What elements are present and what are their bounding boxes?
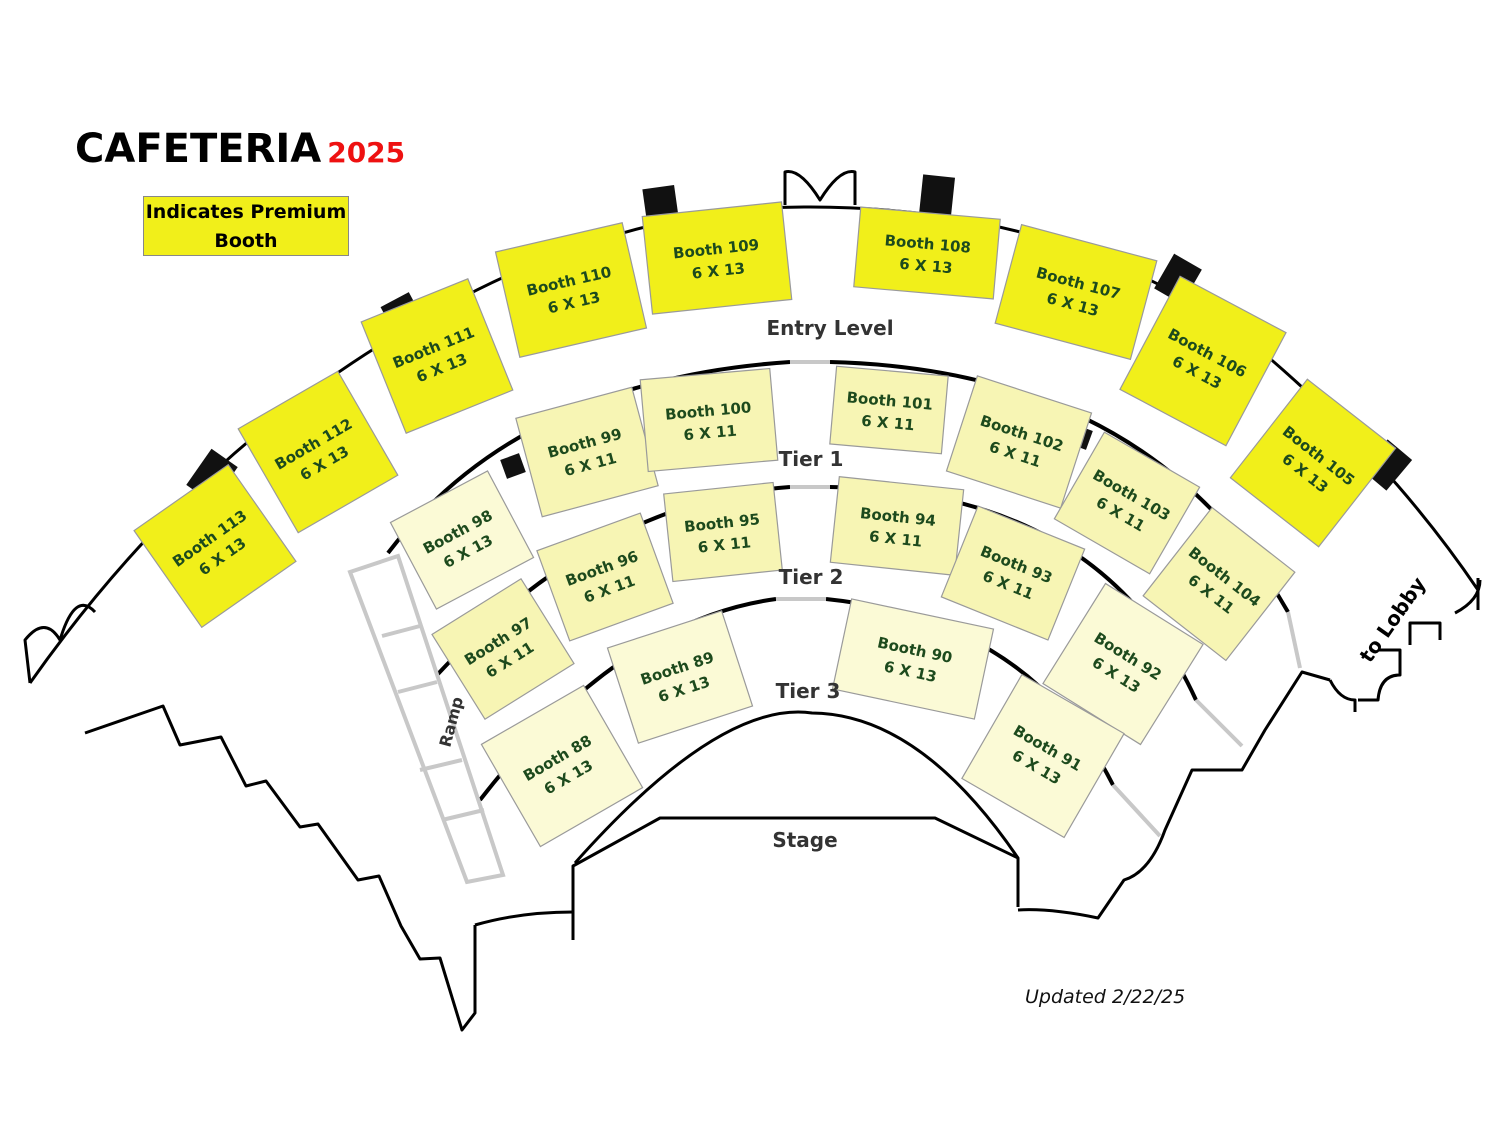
- booth-size: 6 X 11: [861, 412, 916, 435]
- booth-rect[interactable]: [641, 201, 793, 315]
- pillar: [918, 174, 956, 218]
- booth-rect[interactable]: [1229, 378, 1397, 548]
- booth-99[interactable]: Booth 996 X 11: [515, 386, 659, 518]
- booth-rect[interactable]: [853, 206, 1001, 300]
- booth-rect[interactable]: [494, 222, 648, 358]
- legend-line-1: Indicates Premium: [145, 201, 347, 223]
- booth-rect[interactable]: [237, 370, 399, 534]
- booth-rect[interactable]: [1119, 275, 1287, 447]
- booth-94[interactable]: Booth 946 X 11: [829, 476, 965, 576]
- booth-rect[interactable]: [133, 463, 297, 629]
- tier3-label: Tier 3: [776, 679, 841, 703]
- booth-size: 6 X 13: [899, 255, 954, 278]
- booth-91[interactable]: Booth 916 X 13: [961, 673, 1125, 839]
- booth-95[interactable]: Booth 956 X 11: [663, 481, 783, 583]
- ramp: [347, 553, 506, 885]
- booth-96[interactable]: Booth 966 X 11: [536, 512, 674, 642]
- booth-89[interactable]: Booth 896 X 13: [606, 610, 754, 744]
- pillar: [500, 453, 526, 479]
- to-lobby-label[interactable]: to Lobby: [1354, 572, 1430, 666]
- booth-rect[interactable]: [360, 278, 514, 434]
- booth-rect[interactable]: [961, 673, 1125, 839]
- pillar: [1361, 439, 1413, 491]
- tier2-label: Tier 2: [779, 565, 844, 589]
- booth-92[interactable]: Booth 926 X 13: [1042, 582, 1204, 746]
- booth-rect[interactable]: [940, 505, 1086, 641]
- entry-level-label: Entry Level: [766, 316, 893, 340]
- booth-rect[interactable]: [829, 476, 965, 576]
- booth-88[interactable]: Booth 886 X 13: [480, 684, 644, 848]
- booth-size: 6 X 11: [683, 422, 738, 445]
- booth-rect[interactable]: [829, 365, 949, 455]
- stage-label: Stage: [772, 828, 837, 852]
- updated-date: Updated 2/22/25: [1025, 986, 1186, 1008]
- legend-line-2: Booth: [214, 230, 278, 252]
- premium-legend: Indicates Premium Booth: [143, 196, 349, 256]
- booth-rect[interactable]: [1142, 506, 1296, 662]
- booth-rect[interactable]: [639, 367, 779, 473]
- booth-rect[interactable]: [389, 470, 535, 610]
- title-year: 2025: [327, 136, 406, 169]
- booth-rect[interactable]: [480, 684, 644, 848]
- tier1-label: Tier 1: [779, 447, 844, 471]
- booth-rect[interactable]: [994, 223, 1158, 361]
- ramp-label: Ramp: [436, 695, 468, 749]
- booth-rect[interactable]: [1053, 431, 1201, 575]
- tier-openings: [776, 360, 1302, 838]
- booth-rect[interactable]: [536, 512, 674, 642]
- booth-rect[interactable]: [606, 610, 754, 744]
- booth-rect[interactable]: [831, 598, 995, 720]
- booth-size: 6 X 13: [691, 259, 746, 282]
- booth-rect[interactable]: [431, 577, 575, 721]
- booth-98[interactable]: Booth 986 X 13: [389, 470, 535, 610]
- booth-size: 6 X 11: [868, 527, 923, 550]
- booth-93[interactable]: Booth 936 X 11: [940, 505, 1086, 641]
- booth-size: 6 X 11: [697, 533, 752, 556]
- booth-rect[interactable]: [945, 375, 1093, 509]
- title-main: CAFETERIA: [75, 126, 322, 172]
- booth-97[interactable]: Booth 976 X 11: [431, 577, 575, 721]
- booth-rect[interactable]: [663, 481, 783, 583]
- booth-90[interactable]: Booth 906 X 13: [831, 598, 995, 720]
- booth-rect[interactable]: [515, 386, 659, 518]
- booth-rect[interactable]: [1042, 582, 1204, 746]
